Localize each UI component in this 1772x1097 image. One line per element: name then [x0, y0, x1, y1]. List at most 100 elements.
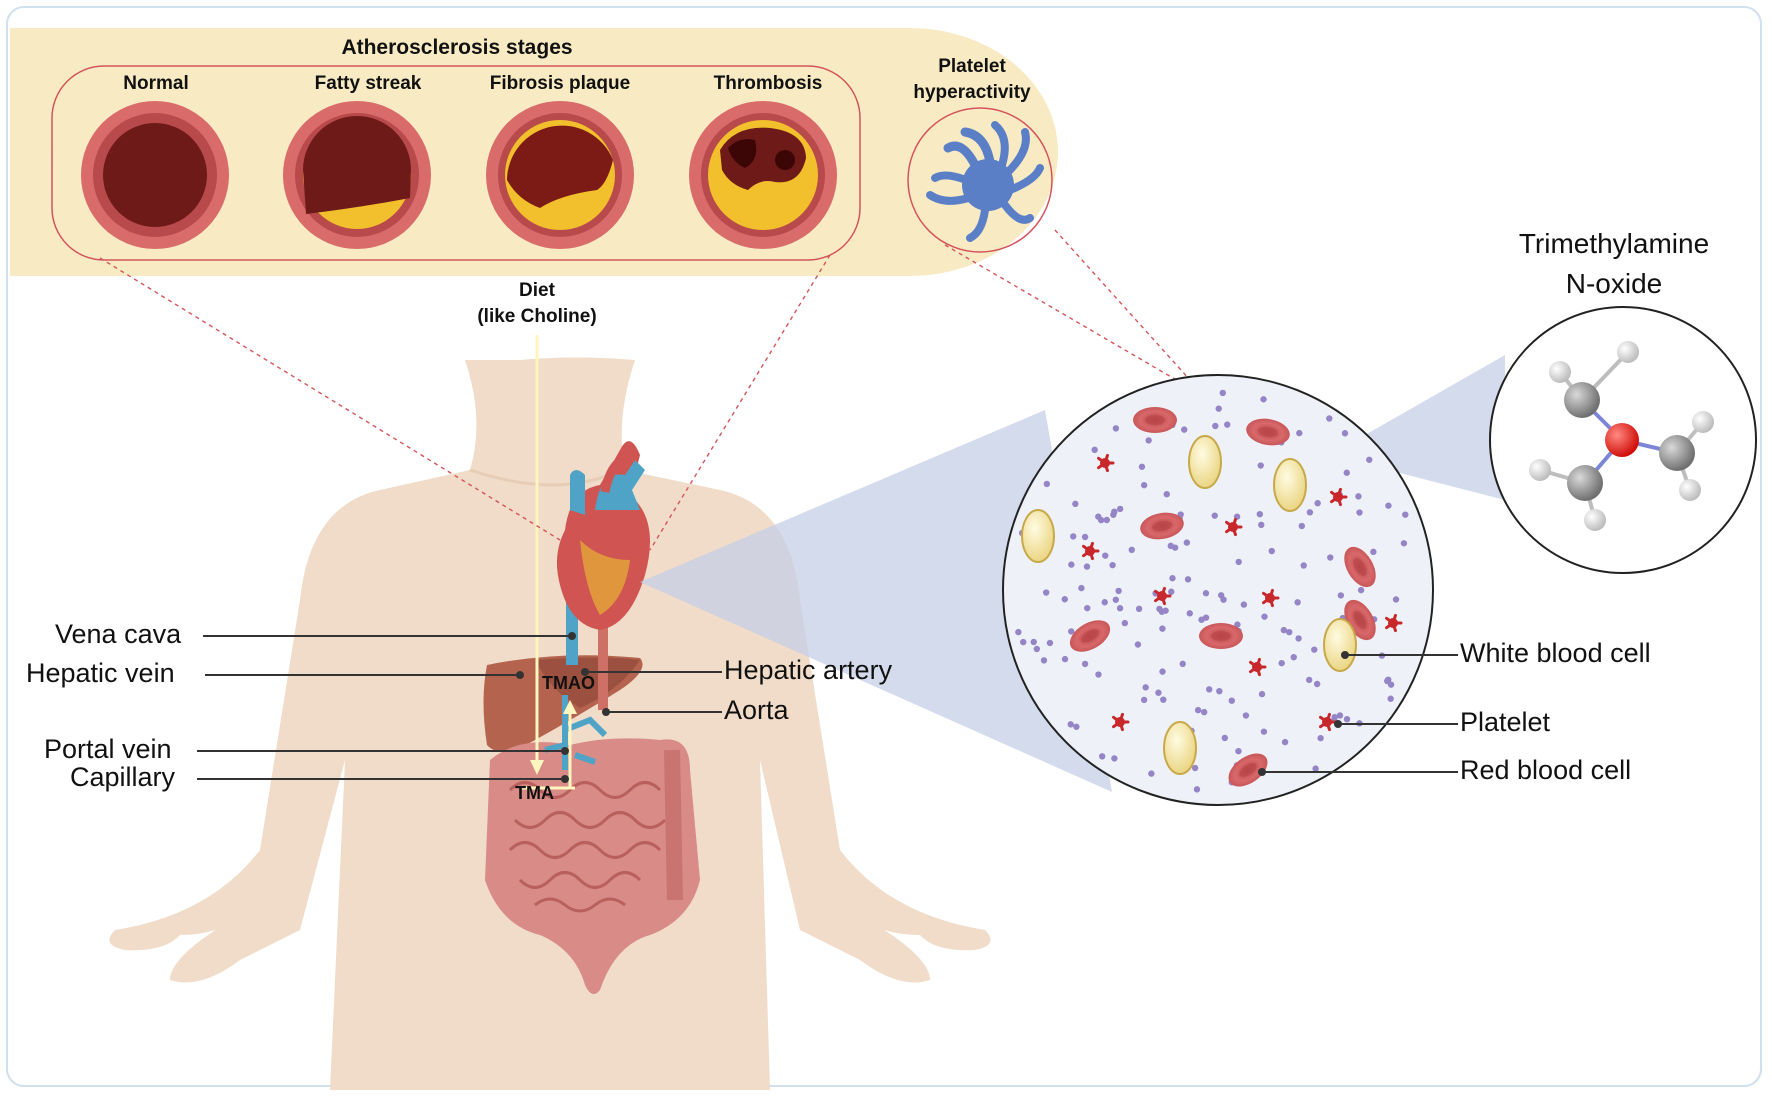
platelet: [1249, 657, 1267, 677]
plasma-particle: [1341, 430, 1349, 437]
platelet: [1082, 541, 1100, 561]
white-blood-cell: [1273, 458, 1307, 512]
plasma-particle: [1111, 755, 1118, 762]
plasma-particle: [1331, 714, 1338, 721]
plasma-particle: [1327, 554, 1334, 561]
plasma-particle: [1234, 621, 1241, 628]
intestines: [485, 738, 700, 994]
white-blood-cell: [1323, 618, 1357, 672]
plasma-particle: [1042, 589, 1050, 596]
plasma-particle: [1073, 723, 1080, 730]
plasma-particle: [1138, 463, 1146, 470]
platelet: [1262, 588, 1280, 608]
platelet: [1330, 487, 1348, 507]
plasma-particle: [1061, 596, 1068, 603]
plasma-particle: [1184, 576, 1192, 583]
plasma-particle: [1385, 502, 1392, 509]
plasma-particle: [1261, 613, 1268, 620]
artery-fatty-streak: [283, 101, 431, 249]
plasma-particle: [1268, 547, 1275, 555]
plasma-particle: [1091, 446, 1098, 454]
hepatic-artery-label: Hepatic artery: [724, 655, 893, 685]
plasma-particle: [1109, 561, 1116, 569]
plasma-particle: [1306, 509, 1314, 516]
portal-vein: [544, 695, 608, 770]
platelet-hyperactivity-line2: hyperactivity: [913, 82, 1031, 103]
red-blood-cell: [1140, 512, 1184, 540]
plasma-particle: [1033, 645, 1041, 653]
plasma-particle: [1298, 522, 1306, 530]
heart: [556, 441, 650, 630]
diet-label-line2: (like Choline): [477, 306, 597, 327]
plasma-particle: [1357, 586, 1365, 594]
plasma-particle: [1135, 605, 1143, 613]
plasma-particle: [1387, 681, 1395, 688]
plasma-particle: [1112, 596, 1120, 603]
red-blood-cells: [1069, 407, 1376, 787]
plasma-particle: [1224, 421, 1231, 428]
arrow-head-down: [530, 760, 544, 775]
plasma-particle: [1260, 728, 1268, 735]
plasma-particle: [1336, 712, 1344, 719]
platelet-hyperactivity-line1: Platelet: [938, 56, 1006, 77]
plasma-particle: [1121, 619, 1129, 627]
figure-frame: [6, 6, 1762, 1087]
tmao-marker: TMAO: [542, 673, 595, 693]
platelet: [1385, 613, 1403, 633]
white-blood-cell: [1163, 721, 1197, 775]
stage-normal-label: Normal: [123, 73, 189, 94]
plasma-particle: [1098, 753, 1106, 760]
plasma-particle: [1116, 505, 1124, 513]
plasma-particle: [1295, 635, 1302, 642]
white-blood-cells: [1021, 435, 1357, 775]
platelet: [1154, 586, 1172, 606]
atherosclerosis-title: Atherosclerosis stages: [341, 36, 573, 59]
white-blood-cell: [1188, 435, 1222, 489]
plasma-particles: [1015, 389, 1409, 793]
plasma-particle: [1134, 641, 1142, 648]
plasma-particle: [1183, 539, 1191, 546]
plasma-particle: [1095, 671, 1102, 678]
plasma-particle: [1191, 764, 1199, 772]
artery-normal: [81, 101, 229, 249]
plasma-particle: [1116, 605, 1124, 612]
plasma-particle: [1260, 396, 1267, 403]
red-blood-cell: [1199, 623, 1243, 649]
white-blood-cell: [1021, 509, 1055, 563]
plasma-particle: [1101, 599, 1108, 606]
platelet-hyperactivity-outline: [907, 107, 1053, 253]
plasma-particle: [1159, 668, 1166, 675]
plasma-particle: [1305, 676, 1313, 684]
plasma-particle: [1155, 689, 1162, 696]
plasma-particle: [1115, 587, 1122, 595]
plasma-particle: [1046, 639, 1054, 647]
plasma-particle: [1200, 708, 1208, 716]
plasma-particle: [1181, 426, 1188, 433]
plasma-particle: [1300, 562, 1307, 569]
dotted-connectors: [99, 229, 1191, 551]
plasma-particle: [1296, 429, 1303, 437]
plasma-particle: [1400, 540, 1408, 547]
plasma-particle: [1020, 638, 1027, 646]
platelet: [1097, 453, 1115, 473]
plasma-particle: [1186, 610, 1193, 617]
plasma-particle: [1081, 660, 1089, 668]
plasma-particle: [1163, 490, 1170, 498]
plasma-particle: [1343, 715, 1351, 723]
plasma-particle: [1167, 542, 1174, 550]
red-blood-cell: [1228, 753, 1268, 787]
red-blood-cell: [1344, 546, 1376, 588]
plasma-particle: [1148, 770, 1155, 777]
plasma-particle: [1216, 687, 1223, 695]
plasma-particle: [1084, 604, 1091, 612]
plasma-particle: [1202, 590, 1210, 597]
hepatic-vein-label: Hepatic vein: [26, 658, 175, 688]
molecule-name-line1: Trimethylamine: [1518, 228, 1710, 259]
plasma-particle: [1258, 521, 1265, 529]
plasma-particle: [1366, 456, 1373, 463]
plasma-particle: [1212, 422, 1219, 430]
plasma-particle: [1317, 734, 1324, 742]
plasma-particle: [1256, 510, 1264, 518]
